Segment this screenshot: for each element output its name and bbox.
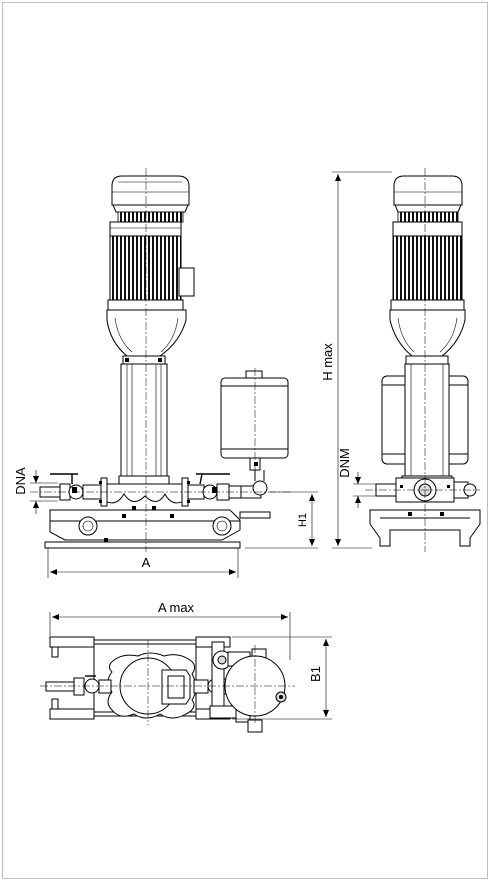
side-view [365,168,480,552]
a-label: A [142,555,151,570]
dnm-label: DNM [337,448,352,478]
front-fan-cover [112,176,189,205]
h-max-label: H max [320,343,335,381]
top-view [40,637,295,732]
front-pump-column [121,364,167,476]
dna-label: DNA [13,467,28,495]
side-fan-cover [394,176,462,205]
front-motor-body [110,236,181,300]
front-motor-flange [108,300,183,310]
front-base-plate [50,510,240,521]
front-view [30,168,290,552]
front-fan-grille [118,212,183,222]
a-max-label: A max [158,600,195,615]
front-pump-foot [103,484,186,503]
h1-label: H1 [297,513,309,527]
front-terminal-box [179,268,194,296]
front-motor-ring [110,222,181,236]
front-ground-line [45,542,240,548]
side-motor-body [393,236,462,300]
b1-label: B1 [308,666,323,682]
front-base-frame [50,521,240,540]
front-pressure-tank [221,378,288,458]
